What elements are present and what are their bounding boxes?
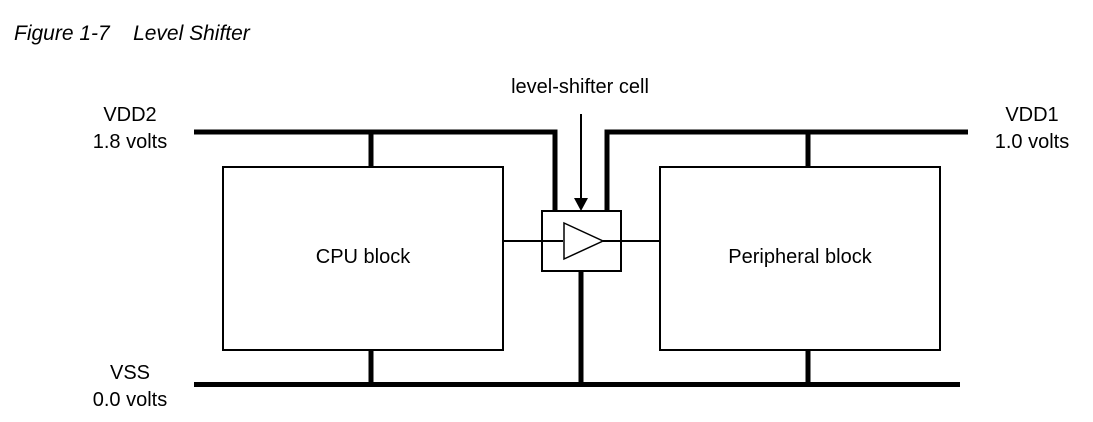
figure-caption: Figure 1-7 Level Shifter: [14, 22, 250, 46]
cpu-block: [222, 166, 504, 351]
figure-number: Figure 1-7: [14, 22, 110, 45]
vdd2-voltage: 1.8 volts: [92, 131, 168, 153]
vss-label: VSS 0.0 volts: [70, 360, 190, 414]
vdd1-label: VDD1 1.0 volts: [972, 102, 1092, 156]
level-shifter-callout-label: level-shifter cell: [511, 76, 649, 98]
level-shifter-cell: [541, 210, 622, 272]
vss-name: VSS: [109, 362, 151, 384]
vdd2-name: VDD2: [103, 104, 157, 126]
peripheral-block-label: Peripheral block: [728, 246, 872, 268]
vdd2-rail: [194, 129, 558, 211]
figure-title: Level Shifter: [133, 22, 250, 45]
callout-arrow-head-icon: [574, 198, 588, 211]
peripheral-block: [659, 166, 941, 351]
vdd1-rail: [604, 129, 968, 211]
vdd2-label: VDD2 1.8 volts: [70, 102, 190, 156]
vdd1-name: VDD1: [1005, 104, 1059, 126]
cpu-block-label: CPU block: [316, 246, 411, 268]
vss-voltage: 0.0 volts: [92, 389, 168, 411]
buffer-triangle-icon: [563, 221, 605, 261]
vdd1-voltage: 1.0 volts: [994, 131, 1070, 153]
